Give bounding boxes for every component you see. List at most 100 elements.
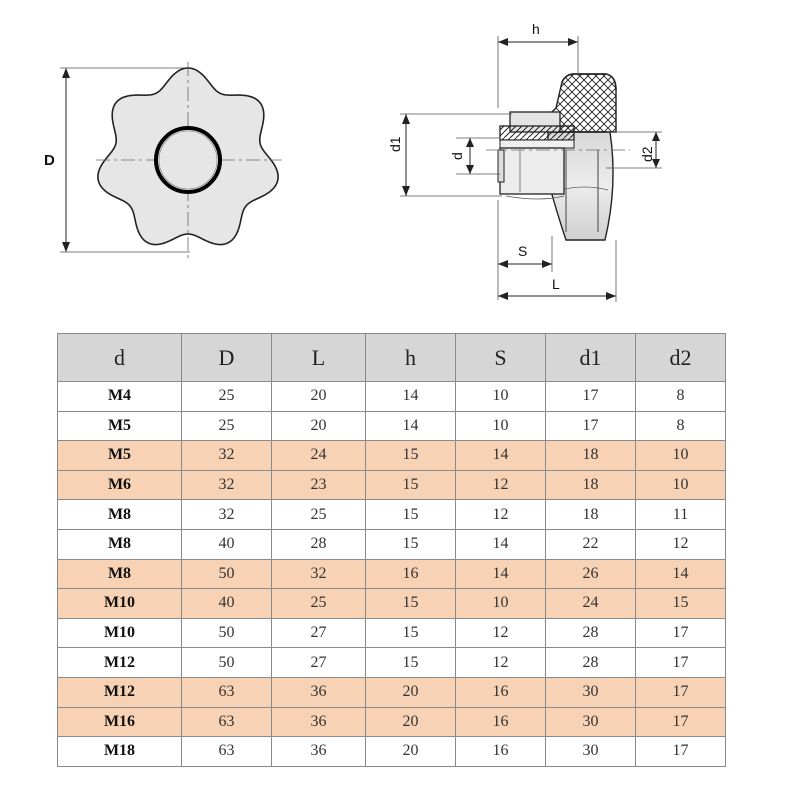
- table-cell-L: 36: [271, 706, 366, 738]
- table-cell-d1: 30: [545, 736, 636, 767]
- table-cell-d1: 17: [545, 410, 636, 442]
- table-cell-D: 40: [181, 528, 272, 560]
- table-cell-D: 32: [181, 440, 272, 471]
- table-cell-d1: 22: [545, 528, 636, 560]
- table-cell-L: 27: [271, 647, 366, 678]
- table-cell-D: 63: [181, 676, 272, 708]
- table-cell-h: 20: [365, 676, 456, 708]
- table-cell-h: 15: [365, 528, 456, 560]
- table-cell-D: 50: [181, 617, 272, 649]
- table-cell-S: 14: [455, 558, 546, 590]
- table-cell-d2: 17: [635, 617, 726, 649]
- table-cell-S: 12: [455, 499, 546, 530]
- table-cell-h: 15: [365, 499, 456, 530]
- table-cell-d1: 26: [545, 558, 636, 590]
- dim-L-label: L: [552, 276, 560, 292]
- table-cell-d: M10: [57, 617, 182, 649]
- table-cell-d: M6: [57, 469, 182, 501]
- table-cell-d2: 11: [635, 499, 726, 530]
- table-cell-D: 40: [181, 588, 272, 619]
- table-cell-d1: 24: [545, 588, 636, 619]
- header-d: d: [57, 333, 182, 382]
- table-cell-d: M5: [57, 440, 182, 471]
- table-cell-d1: 18: [545, 499, 636, 530]
- table-cell-d2: 10: [635, 469, 726, 501]
- table-cell-L: 27: [271, 617, 366, 649]
- header-d1: d1: [545, 333, 636, 382]
- table-cell-D: 32: [181, 499, 272, 530]
- table-cell-L: 25: [271, 499, 366, 530]
- table-cell-d1: 30: [545, 706, 636, 738]
- table-cell-d2: 8: [635, 381, 726, 412]
- table-cell-h: 14: [365, 381, 456, 412]
- table-cell-S: 16: [455, 706, 546, 738]
- table-cell-d1: 18: [545, 440, 636, 471]
- table-cell-S: 14: [455, 528, 546, 560]
- table-cell-h: 15: [365, 617, 456, 649]
- table-cell-D: 25: [181, 381, 272, 412]
- table-cell-L: 36: [271, 736, 366, 767]
- table-cell-d: M12: [57, 647, 182, 678]
- table-cell-h: 14: [365, 410, 456, 442]
- technical-drawing: D h: [44, 21, 662, 302]
- table-cell-d: M18: [57, 736, 182, 767]
- table-cell-L: 23: [271, 469, 366, 501]
- front-view: D: [44, 62, 282, 258]
- table-cell-S: 10: [455, 381, 546, 412]
- table-cell-D: 25: [181, 410, 272, 442]
- table-cell-d1: 28: [545, 617, 636, 649]
- table-cell-d2: 14: [635, 558, 726, 590]
- table-cell-L: 28: [271, 528, 366, 560]
- table-cell-d: M8: [57, 558, 182, 590]
- table-cell-S: 16: [455, 676, 546, 708]
- table-cell-d2: 17: [635, 736, 726, 767]
- table-cell-d1: 28: [545, 647, 636, 678]
- table-cell-d: M4: [57, 381, 182, 412]
- table-cell-d: M5: [57, 410, 182, 442]
- table-cell-S: 12: [455, 647, 546, 678]
- table-header-row: d D L h S d1 d2: [57, 333, 726, 382]
- table-cell-h: 15: [365, 469, 456, 501]
- table-cell-S: 16: [455, 736, 546, 767]
- table-cell-d: M8: [57, 499, 182, 530]
- table-cell-d: M10: [57, 588, 182, 619]
- table-cell-d2: 17: [635, 676, 726, 708]
- dim-D-label: D: [44, 152, 55, 169]
- table-cell-d: M12: [57, 676, 182, 708]
- dim-d1-label: d1: [387, 136, 403, 152]
- dim-S-label: S: [518, 243, 527, 259]
- table-cell-D: 63: [181, 736, 272, 767]
- table-cell-L: 36: [271, 676, 366, 708]
- table-cell-h: 15: [365, 588, 456, 619]
- table-cell-d2: 17: [635, 706, 726, 738]
- header-S: S: [455, 333, 546, 382]
- table-cell-h: 15: [365, 440, 456, 471]
- dim-d2-label: d2: [639, 146, 655, 162]
- table-cell-S: 10: [455, 410, 546, 442]
- table-cell-S: 12: [455, 469, 546, 501]
- table-cell-L: 25: [271, 588, 366, 619]
- table-cell-D: 50: [181, 647, 272, 678]
- table-cell-L: 32: [271, 558, 366, 590]
- side-view: h d1 d d2 S L: [387, 21, 662, 302]
- dim-d-label: d: [449, 152, 465, 160]
- header-D: D: [181, 333, 272, 382]
- table-cell-d2: 10: [635, 440, 726, 471]
- table-cell-d1: 18: [545, 469, 636, 501]
- table-cell-L: 20: [271, 381, 366, 412]
- table-cell-S: 10: [455, 588, 546, 619]
- table-cell-h: 20: [365, 706, 456, 738]
- table-cell-h: 15: [365, 647, 456, 678]
- table-cell-d2: 12: [635, 528, 726, 560]
